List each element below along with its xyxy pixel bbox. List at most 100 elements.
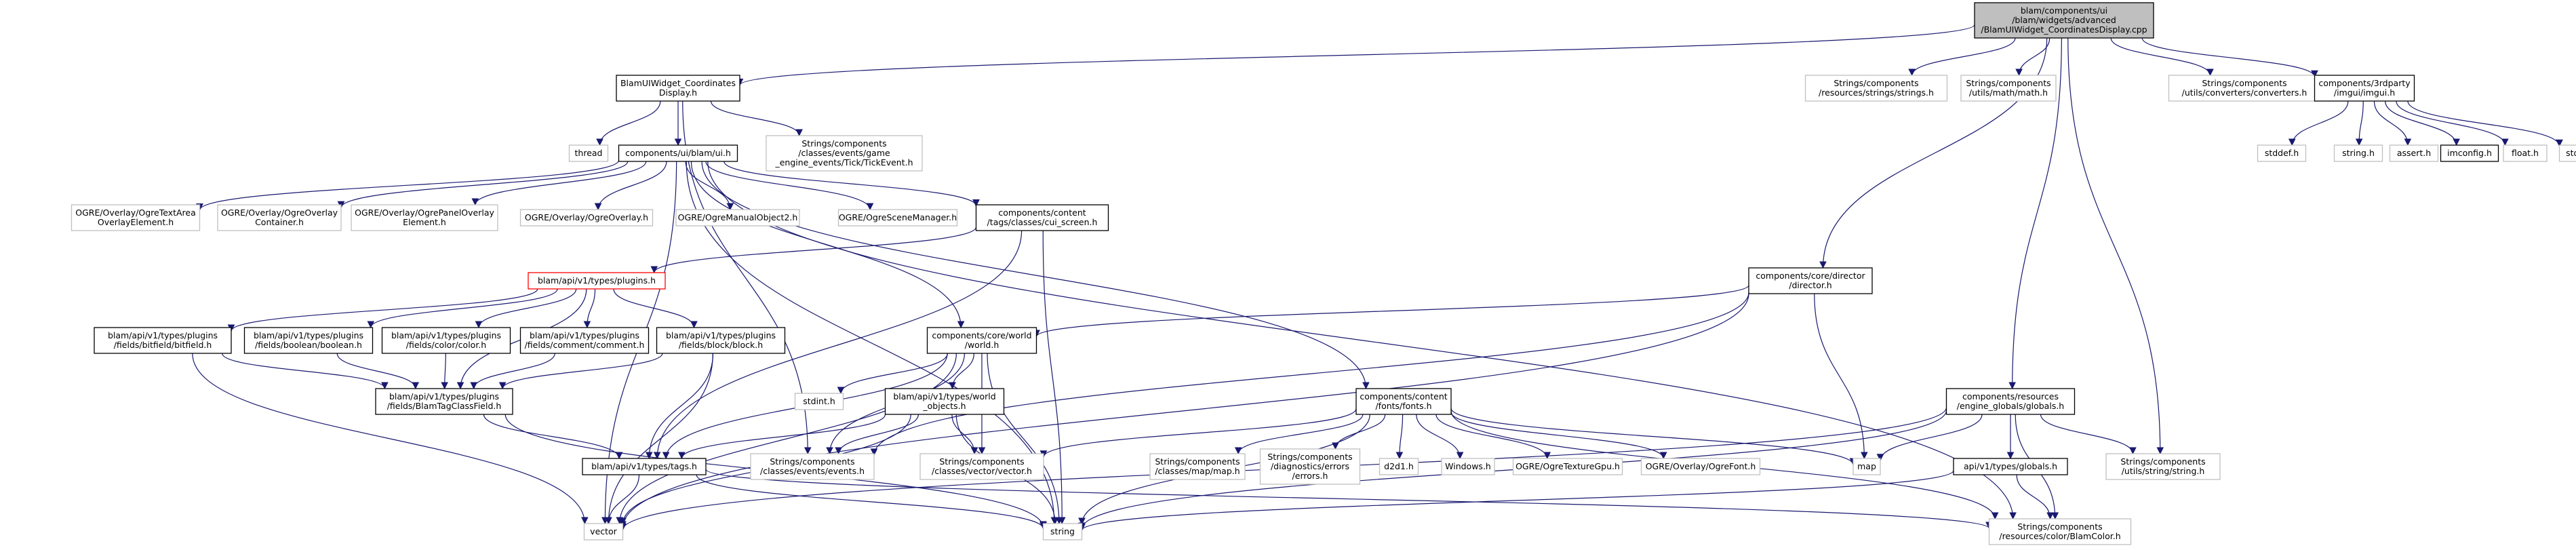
node-label-line: blam/api/v1/types/plugins [666, 330, 776, 340]
node-box [1988, 518, 2132, 545]
node-bitfield[interactable]: blam/api/v1/types/plugins/fields/bitfiel… [94, 327, 232, 354]
edge-bwcd-to-events [682, 100, 812, 455]
node-comment[interactable]: blam/api/v1/types/plugins/fields/comment… [519, 327, 650, 354]
node-box [71, 204, 201, 231]
node-imgui[interactable]: components/3rdparty/imgui/imgui.h [2314, 75, 2415, 102]
edge-cui_screen-to-string [1042, 230, 1066, 525]
edge-uih-to-ogre_panel [471, 161, 647, 206]
node-block[interactable]: blam/api/v1/types/plugins/fields/block/b… [656, 327, 786, 354]
edge-root-to-converters [2110, 37, 2214, 77]
node-label-line: OverlayElement.h [98, 217, 174, 227]
node-label-line: Strings/components [2120, 456, 2205, 467]
node-label-line: OGRE/OgreManualObject2.h [678, 212, 798, 222]
node-color[interactable]: blam/api/v1/types/plugins/fields/color/c… [381, 327, 511, 354]
node-label-line: components/content [998, 208, 1086, 218]
node-box [351, 204, 498, 231]
node-box [2440, 144, 2499, 162]
node-label-line: /engine_globals/globals.h [1957, 401, 2064, 411]
node-label-line: /fields/block/block.h [679, 340, 763, 350]
node-label-line: components/core/world [932, 330, 1031, 340]
node-label-line: stdarg.h [2566, 148, 2576, 158]
node-box [519, 327, 650, 354]
node-label-line: stddef.h [2265, 148, 2299, 158]
node-d2d1: d2d1.h [1379, 458, 1419, 475]
edge-block-to-vector [604, 353, 713, 525]
node-ogre_textarea: OGRE/Overlay/OgreTextAreaOverlayElement.… [71, 204, 201, 231]
edge-cui_screen-to-tags [653, 230, 1023, 460]
node-box [975, 204, 1109, 231]
node-stdarg: stdarg.h [2558, 144, 2576, 162]
edge-root-to-mathh [2015, 37, 2050, 77]
edge-uih-to-fonts [701, 161, 1370, 390]
edge-fonts-to-map [1450, 408, 1857, 466]
node-plugins[interactable]: blam/api/v1/types/plugins.h [528, 272, 666, 290]
edge-fonts-to-windows [1416, 414, 1464, 460]
edge-root-to-imgui [2141, 37, 2318, 78]
edge-fonts-to-errors [1332, 414, 1386, 450]
node-label-line: Display.h [659, 87, 697, 98]
node-imconfig[interactable]: imconfig.h [2440, 144, 2499, 162]
node-label-line: Strings/components [2017, 522, 2102, 532]
node-cui_screen[interactable]: components/content/tags/classes/cui_scre… [975, 204, 1109, 231]
node-world[interactable]: components/core/world/world.h [926, 327, 1037, 354]
edge-imgui-to-asserth [2373, 100, 2412, 146]
node-blamcolor: Strings/components/resources/color/BlamC… [1988, 518, 2132, 545]
node-tick: Strings/components/classes/events/game_e… [766, 135, 923, 172]
node-box [243, 327, 374, 354]
node-box [2503, 144, 2548, 162]
edge-globals-to-strng [2040, 414, 2137, 455]
edge-block-to-tags [645, 353, 714, 460]
node-box [1945, 388, 2076, 415]
node-bwcd[interactable]: BlamUIWidget_CoordinatesDisplay.h [616, 75, 740, 102]
node-label-line: blam/api/v1/types/tags.h [591, 461, 697, 471]
node-box [1852, 458, 1881, 475]
node-box [1974, 2, 2154, 39]
node-label-line: Element.h [403, 217, 446, 227]
node-label-line: blam/api/v1/types/world [893, 391, 995, 401]
edge-bitfield-to-vector [192, 353, 589, 525]
node-world_objects[interactable]: blam/api/v1/types/world_objects.h [884, 388, 1005, 415]
node-box [1640, 458, 1761, 475]
node-label-line: /fields/BlamTagClassField.h [387, 401, 502, 411]
edge-root-to-director [1819, 37, 2048, 269]
node-fonts[interactable]: components/content/fonts/fonts.h [1355, 388, 1452, 415]
edge-director-to-world [1033, 285, 1749, 338]
node-box [1149, 453, 1246, 480]
node-box [1953, 458, 2068, 475]
node-globals[interactable]: components/resources/engine_globals/glob… [1945, 388, 2076, 415]
node-label-line: float.h [2512, 148, 2539, 158]
edge-uih-to-ogre_scene [705, 161, 874, 211]
node-label-line: OGRE/Overlay/OgreFont.h [1646, 461, 1756, 471]
node-box [1042, 523, 1083, 541]
edge-bitfield-to-tagclass [222, 353, 389, 390]
edge-world-to-vector [616, 353, 957, 525]
node-label-line: /blam/widgets/advanced [2012, 15, 2116, 25]
node-box [1259, 448, 1361, 485]
node-tags[interactable]: blam/api/v1/types/tags.h [582, 458, 707, 475]
edge-tags-to-blamcolor [705, 469, 1993, 530]
edge-root-to-globals [2008, 37, 2062, 390]
node-director[interactable]: components/core/director/director.h [1748, 267, 1873, 294]
node-label-line: api/v1/types/globals.h [1964, 461, 2057, 471]
node-maph: Strings/components/classes/map/map.h [1149, 453, 1246, 480]
node-label-line: OGRE/OgreSceneManager.h [839, 212, 957, 222]
node-label-line: thread [575, 148, 603, 158]
node-box [616, 75, 740, 102]
node-box [1379, 458, 1419, 475]
node-boolean[interactable]: blam/api/v1/types/plugins/fields/boolean… [243, 327, 374, 354]
node-tagclass[interactable]: blam/api/v1/types/plugins/fields/BlamTag… [375, 388, 513, 415]
node-api_globals[interactable]: api/v1/types/globals.h [1953, 458, 2068, 475]
node-stdint: stdint.h [794, 393, 844, 410]
node-thread: thread [568, 144, 609, 162]
node-box [2333, 144, 2383, 162]
node-label-line: BlamUIWidget_Coordinates [620, 78, 736, 88]
node-ogre_overlay: OGRE/Overlay/OgreOverlay.h [519, 209, 654, 227]
node-floath: float.h [2503, 144, 2548, 162]
node-root[interactable]: blam/components/ui/blam/widgets/advanced… [1974, 2, 2154, 39]
node-box [2168, 75, 2321, 102]
node-uih[interactable]: components/ui/blam/ui.h [618, 144, 738, 162]
node-label-line: string [1050, 526, 1075, 536]
node-label-line: /BlamUIWidget_CoordinatesDisplay.cpp [1981, 24, 2147, 35]
node-ogre_texgpu: OGRE/OgreTextureGpu.h [1512, 458, 1623, 475]
